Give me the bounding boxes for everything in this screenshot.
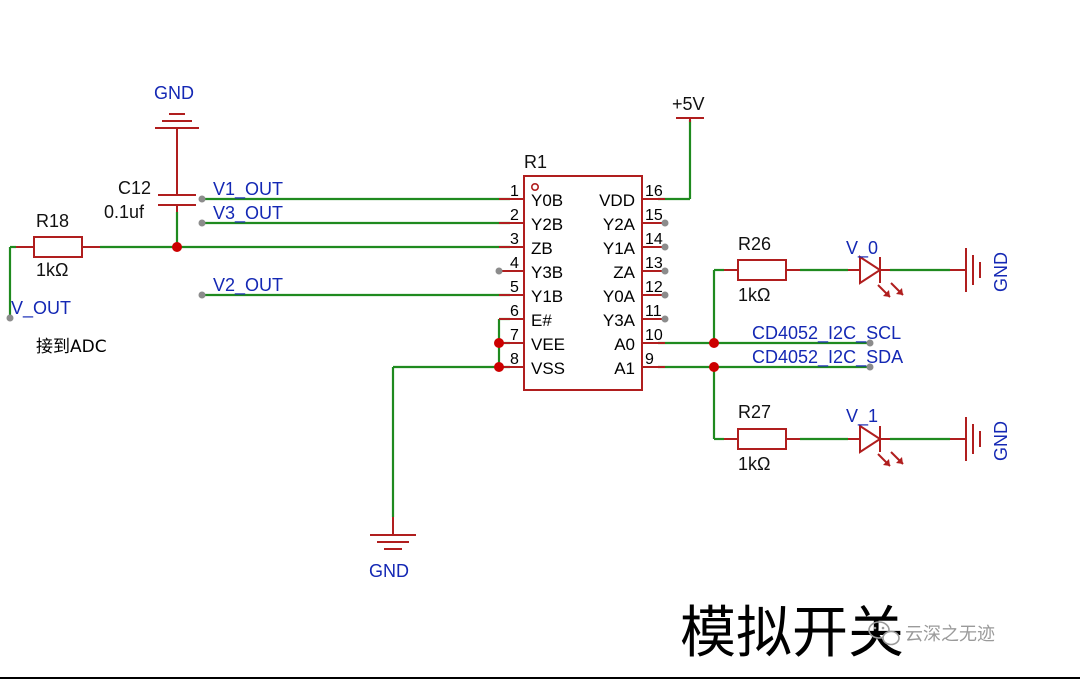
pin-name: Y3B — [531, 263, 563, 282]
chip-pin-left: 6 E# — [499, 303, 552, 330]
pin-name: Y2A — [603, 215, 636, 234]
chip-ref: R1 — [524, 152, 547, 172]
chip-pin-left: 5 Y1B — [499, 279, 563, 306]
pin-name: A0 — [614, 335, 635, 354]
led-v0: V_0 — [846, 238, 904, 298]
pin-number: 12 — [645, 279, 663, 296]
net-scl: CD4052_I2C_SCL — [752, 323, 901, 344]
net-labels: V1_OUT V3_OUT V2_OUT V_OUT CD4052_I2C_SC… — [11, 179, 903, 368]
wechat-icon — [868, 621, 900, 646]
pin-name: Y0B — [531, 191, 563, 210]
gnd-label-top: GND — [154, 83, 194, 103]
resistor-r27: R27 1kΩ — [724, 402, 800, 474]
net-v-out: V_OUT — [11, 298, 71, 319]
watermark-text: 云深之无迹 — [905, 624, 995, 645]
c12-ref: C12 — [118, 178, 151, 198]
led-v1: V_1 — [846, 406, 904, 467]
pin-number: 3 — [510, 231, 519, 248]
pin-end-markers — [6, 195, 874, 371]
r26-value: 1kΩ — [738, 285, 770, 305]
r18-value: 1kΩ — [36, 260, 68, 280]
gnd-symbol-top: GND — [154, 83, 199, 129]
pin-number: 16 — [645, 183, 663, 200]
pin-number: 7 — [510, 327, 519, 344]
chip-pin-left: 1 Y0B — [499, 183, 563, 210]
chip-pin-right: 16 VDD — [599, 183, 665, 210]
r27-ref: R27 — [738, 402, 771, 422]
net-v1-out: V1_OUT — [213, 179, 283, 200]
pin-name: ZA — [613, 263, 635, 282]
pin-name: VEE — [531, 335, 565, 354]
chip-pin-left: 3 ZB — [499, 231, 553, 258]
resistor-r26: R26 1kΩ — [724, 234, 800, 305]
chip-left-pins: 1 Y0B 2 Y2B 3 ZB 4 Y3B 5 Y1B 6 E# 7 VEE 8 VSS — [499, 183, 565, 378]
gnd-symbol-right-top: GND — [950, 248, 1011, 292]
chip-right-pins: 16 VDD 15 Y2A 14 Y1A 13 ZA 12 Y0A 11 Y3A 10 A0 9 A1 — [599, 183, 665, 378]
pin-name: E# — [531, 311, 552, 330]
chip-pin-left: 7 VEE — [499, 327, 565, 354]
watermark: 云深之无迹 — [868, 621, 995, 646]
c12-value: 0.1uf — [104, 202, 145, 222]
pin-name: Y1B — [531, 287, 563, 306]
pin-name: Y2B — [531, 215, 563, 234]
pin-number: 15 — [645, 207, 663, 224]
caption-title: 模拟开关 — [680, 601, 904, 666]
pin-number: 9 — [645, 351, 654, 368]
capacitor-c12: C12 0.1uf — [104, 128, 196, 222]
gnd-label-bottom: GND — [369, 561, 409, 581]
pin-number: 14 — [645, 231, 663, 248]
pin-name: VDD — [599, 191, 635, 210]
net-sda: CD4052_I2C_SDA — [752, 347, 903, 368]
pin-name: ZB — [531, 239, 553, 258]
pin-number: 5 — [510, 279, 519, 296]
led-v0-ref: V_0 — [846, 238, 878, 259]
wires — [8, 120, 950, 517]
pin-number: 10 — [645, 327, 663, 344]
gnd-symbol-right-bottom: GND — [950, 417, 1011, 461]
led-v1-ref: V_1 — [846, 406, 878, 427]
pin-name: Y3A — [603, 311, 636, 330]
adc-note: 接到ADC — [36, 337, 107, 357]
pin-number: 6 — [510, 303, 519, 320]
net-v3-out: V3_OUT — [213, 203, 283, 224]
r27-value: 1kΩ — [738, 454, 770, 474]
chip-pin-right: 15 Y2A — [603, 207, 665, 234]
net-v2-out: V2_OUT — [213, 275, 283, 296]
vcc-symbol: +5V — [672, 94, 705, 122]
vcc-label: +5V — [672, 94, 705, 114]
chip-pin-right: 12 Y0A — [603, 279, 665, 306]
pin-number: 2 — [510, 207, 519, 224]
junction-dots — [172, 242, 719, 372]
pin-number: 11 — [645, 303, 662, 320]
chip-pin-right: 14 Y1A — [603, 231, 665, 258]
chip-pin-left: 2 Y2B — [499, 207, 563, 234]
resistor-r18: R18 1kΩ — [16, 211, 100, 280]
pin-name: VSS — [531, 359, 565, 378]
chip-pin-left: 8 VSS — [499, 351, 565, 378]
chip-pin-right: 10 A0 — [614, 327, 665, 354]
pin-name: A1 — [614, 359, 635, 378]
r26-ref: R26 — [738, 234, 771, 254]
chip-pin-right: 13 ZA — [613, 255, 665, 282]
pin-number: 1 — [510, 183, 519, 200]
chip-pin-left: 4 Y3B — [499, 255, 563, 282]
pin-number: 8 — [510, 351, 519, 368]
chip-pin-right: 11 Y3A — [603, 303, 665, 330]
gnd-label-right-bottom: GND — [991, 421, 1011, 461]
pin-name: Y0A — [603, 287, 636, 306]
chip-pin-right: 9 A1 — [614, 351, 665, 378]
gnd-symbol-bottom: GND — [369, 517, 416, 581]
pin1-marker — [530, 183, 539, 192]
gnd-label-right-top: GND — [991, 252, 1011, 292]
pin-name: Y1A — [603, 239, 636, 258]
r18-ref: R18 — [36, 211, 69, 231]
pin-number: 13 — [645, 255, 663, 272]
pin-number: 4 — [510, 255, 519, 272]
